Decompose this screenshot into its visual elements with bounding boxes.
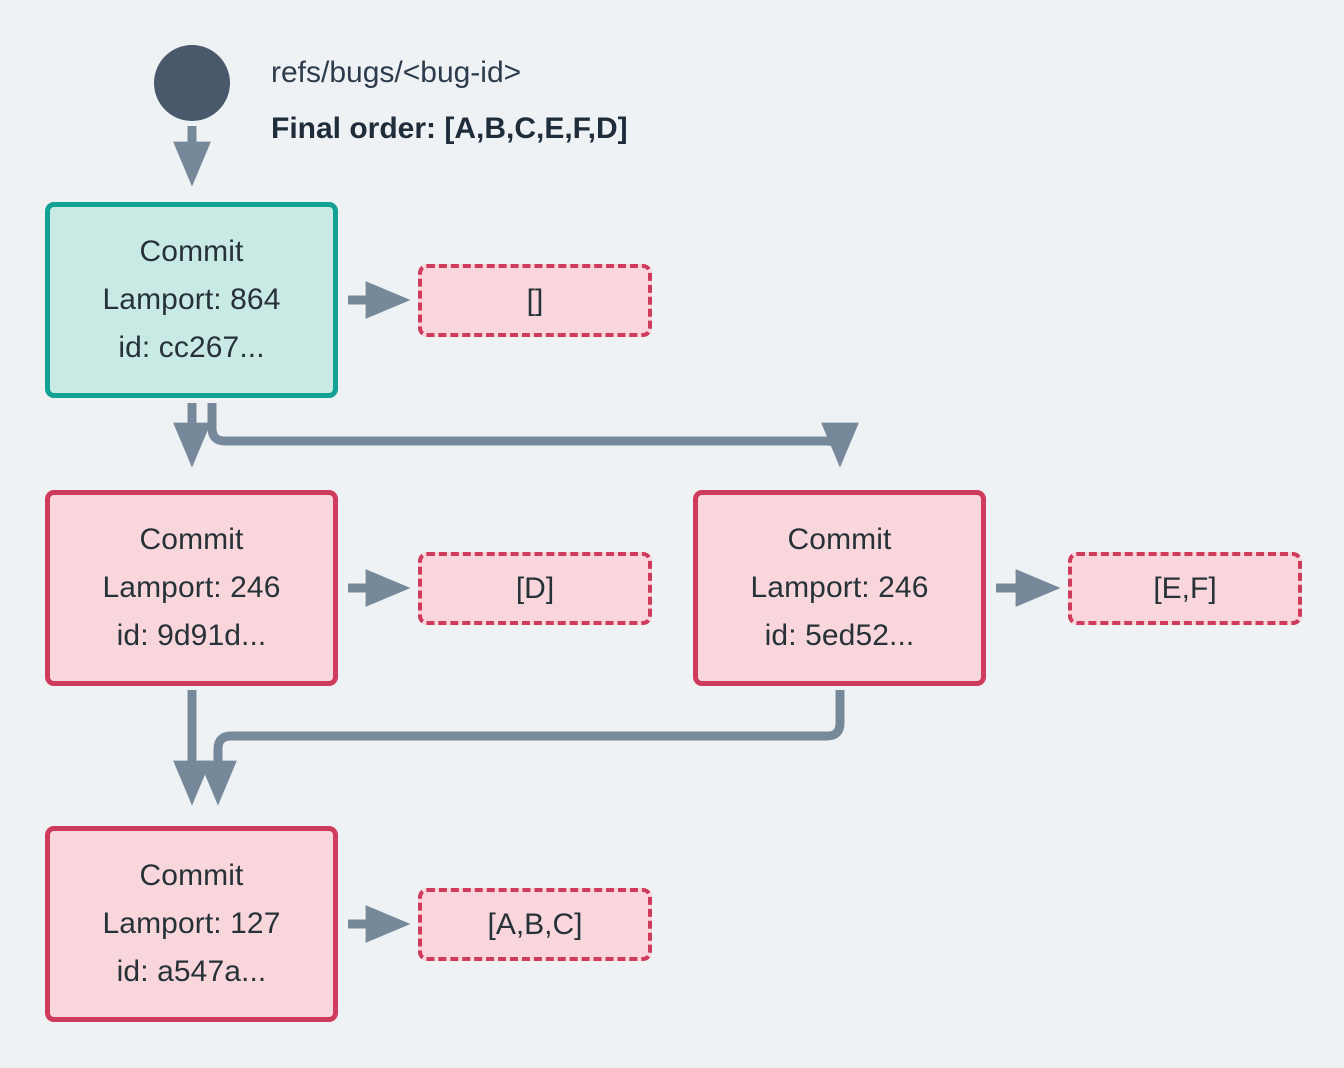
- payload-box-a547a[interactable]: [A,B,C]: [418, 888, 652, 961]
- commit-node-5ed52[interactable]: Commit Lamport: 246 id: 5ed52...: [693, 490, 986, 686]
- commit-node-a547a[interactable]: Commit Lamport: 127 id: a547a...: [45, 826, 338, 1022]
- commit-title: Commit: [139, 859, 244, 892]
- commit-title: Commit: [139, 235, 244, 268]
- branch-start-dot: [154, 45, 230, 121]
- commit-lamport: Lamport: 127: [102, 907, 281, 940]
- commit-lamport: Lamport: 246: [102, 571, 281, 604]
- branch-ref-label: refs/bugs/<bug-id>: [271, 56, 522, 89]
- commit-title: Commit: [787, 523, 892, 556]
- payload-value: [E,F]: [1153, 571, 1217, 605]
- commit-node-cc267[interactable]: Commit Lamport: 864 id: cc267...: [45, 202, 338, 398]
- commit-node-9d91d[interactable]: Commit Lamport: 246 id: 9d91d...: [45, 490, 338, 686]
- final-order-label: Final order: [A,B,C,E,F,D]: [271, 112, 628, 145]
- edge-cc267-to-5ed52: [207, 403, 859, 468]
- commit-lamport: Lamport: 246: [750, 571, 929, 604]
- commit-id: id: cc267...: [118, 331, 265, 364]
- commit-id: id: a547a...: [116, 955, 267, 988]
- commit-id: id: 5ed52...: [764, 619, 915, 652]
- commit-id: id: 9d91d...: [116, 619, 267, 652]
- edge-5ed52-to-a547a: [199, 690, 845, 806]
- payload-box-cc267[interactable]: []: [418, 264, 652, 337]
- payload-box-9d91d[interactable]: [D]: [418, 552, 652, 625]
- payload-value: [D]: [515, 571, 555, 605]
- commit-lamport: Lamport: 864: [102, 283, 281, 316]
- commit-title: Commit: [139, 523, 244, 556]
- payload-box-5ed52[interactable]: [E,F]: [1068, 552, 1302, 625]
- payload-value: []: [526, 283, 544, 317]
- payload-value: [A,B,C]: [487, 907, 583, 941]
